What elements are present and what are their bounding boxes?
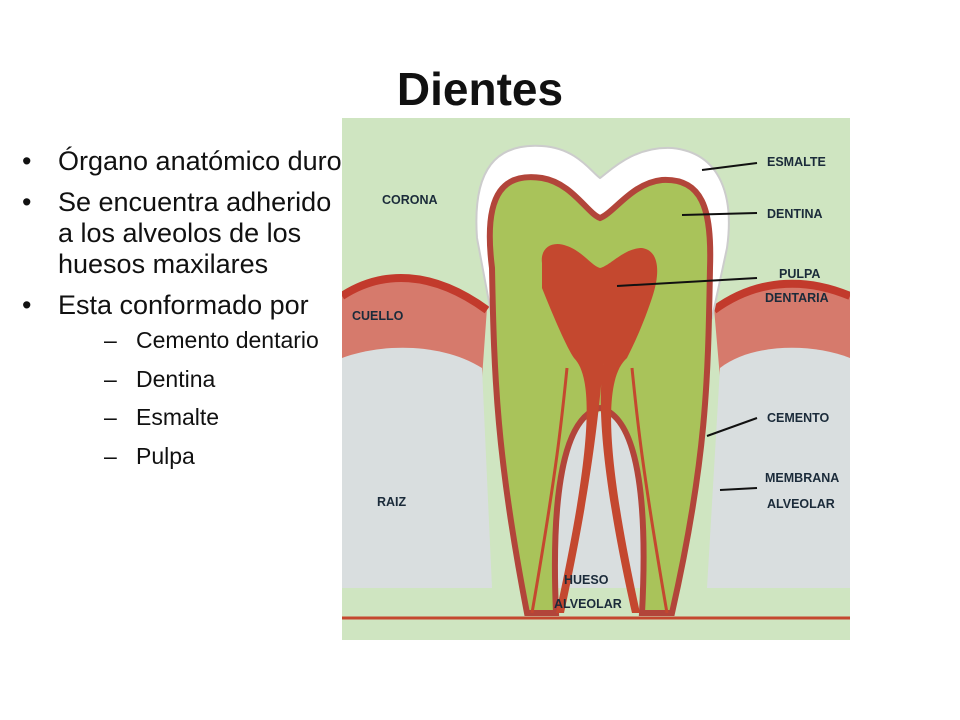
pointer-cemento bbox=[706, 417, 758, 437]
sub-bullet-list: – Cemento dentario – Dentina – Esmalte –… bbox=[58, 327, 342, 469]
sub-bullet-item: – Cemento dentario bbox=[58, 327, 342, 353]
sub-bullet-text: Dentina bbox=[136, 365, 216, 392]
pointer-membrana bbox=[719, 487, 758, 491]
pulp bbox=[541, 243, 658, 613]
bone-left bbox=[342, 347, 492, 588]
label-corona: CORONA bbox=[382, 193, 438, 207]
dash-icon: – bbox=[104, 327, 117, 354]
bone-right bbox=[707, 347, 850, 588]
bullet-text: Esta conformado por bbox=[58, 290, 309, 321]
tooth-diagram: CORONA CUELLO RAIZ ESMALTE DENTINA PULPA… bbox=[342, 118, 850, 640]
bullet-text: Se encuentra adherido a los alveolos de … bbox=[58, 187, 332, 280]
sub-bullet-text: Pulpa bbox=[136, 442, 195, 469]
bullet-text: Órgano anatómico duro bbox=[58, 146, 342, 176]
sub-bullet-item: – Dentina bbox=[58, 366, 342, 392]
bullet-dot-icon: • bbox=[22, 290, 32, 321]
label-membrana-1: MEMBRANA bbox=[765, 471, 839, 485]
label-pulpa-2: DENTARIA bbox=[765, 291, 829, 305]
dash-icon: – bbox=[104, 365, 117, 392]
sub-bullet-text: Esmalte bbox=[136, 404, 220, 431]
bullet-dot-icon: • bbox=[22, 187, 32, 218]
pointer-pulpa bbox=[616, 277, 758, 287]
label-hueso-2: ALVEOLAR bbox=[554, 597, 622, 611]
label-membrana-2: ALVEOLAR bbox=[767, 497, 835, 511]
sub-bullet-item: – Esmalte bbox=[58, 404, 342, 430]
label-dentina: DENTINA bbox=[767, 207, 823, 221]
root-canals bbox=[530, 367, 669, 614]
bullet-dot-icon: • bbox=[22, 146, 32, 176]
bullet-item: • Esta conformado por – Cemento dentario… bbox=[22, 290, 342, 469]
pointer-dentina bbox=[681, 212, 758, 216]
label-cuello: CUELLO bbox=[352, 309, 404, 323]
page-title: Dientes bbox=[396, 63, 564, 115]
bullet-item: • Se encuentra adherido a los alveolos d… bbox=[22, 187, 342, 280]
label-hueso-1: HUESO bbox=[564, 573, 609, 587]
bullet-item: • Órgano anatómico duro bbox=[22, 146, 342, 177]
label-esmalte: ESMALTE bbox=[767, 155, 826, 169]
label-pulpa-1: PULPA bbox=[779, 267, 820, 281]
label-raiz: RAIZ bbox=[377, 495, 407, 509]
dash-icon: – bbox=[104, 404, 117, 431]
pointer-esmalte bbox=[701, 162, 758, 171]
sub-bullet-item: – Pulpa bbox=[58, 443, 342, 469]
label-cemento: CEMENTO bbox=[767, 411, 830, 425]
sub-bullet-text: Cemento dentario bbox=[136, 327, 319, 354]
gum-edge-right bbox=[711, 279, 850, 314]
bullet-list: • Órgano anatómico duro • Se encuentra a… bbox=[22, 146, 342, 481]
gum-edge-left bbox=[342, 273, 490, 314]
dash-icon: – bbox=[104, 442, 117, 469]
